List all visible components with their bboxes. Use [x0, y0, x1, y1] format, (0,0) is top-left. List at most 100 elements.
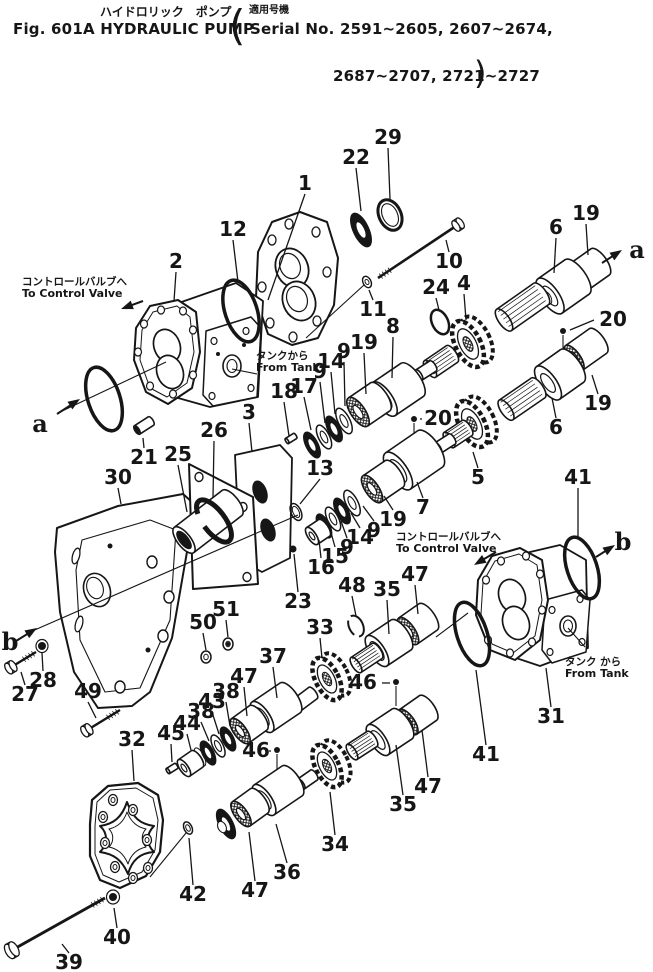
svg-text:22: 22 — [342, 145, 370, 169]
shape-ell — [578, 637, 586, 647]
part-label-9: 9 — [313, 359, 327, 424]
view-arrow-a — [56, 399, 80, 415]
shape-ring — [325, 415, 343, 443]
svg-text:a: a — [32, 409, 48, 438]
shape-ring — [303, 431, 321, 459]
shape-ell — [208, 391, 216, 401]
view-arrow-b — [595, 545, 615, 558]
bolt-10 — [377, 217, 465, 280]
svg-text:28: 28 — [29, 668, 57, 692]
part-label-26: 26 — [200, 418, 228, 499]
part-label-49: 49 — [74, 679, 102, 719]
part-label-10: 10 — [435, 239, 463, 273]
svg-text:14: 14 — [317, 349, 345, 373]
shape-ell — [222, 354, 242, 378]
svg-text:29: 29 — [374, 125, 402, 149]
shape-tube — [414, 359, 438, 382]
shape-ell — [127, 803, 139, 817]
sleeve-25 — [172, 488, 244, 555]
to-control-valve-arrow — [121, 300, 144, 310]
part-label-40: 40 — [103, 907, 131, 949]
part-label-23: 23 — [284, 553, 312, 613]
shape-ell — [322, 266, 332, 278]
shape-ell — [97, 810, 109, 824]
pin-18 — [284, 432, 298, 445]
shape-c — [270, 533, 274, 537]
open-paren: ( — [229, 1, 245, 50]
shape-ell — [481, 575, 491, 585]
part-label-32: 32 — [118, 727, 146, 782]
diagram-parts — [3, 198, 622, 960]
svg-text:9: 9 — [340, 535, 354, 559]
part-label-34: 34 — [321, 791, 349, 856]
shape-path — [108, 811, 147, 865]
shape-ell — [216, 820, 228, 834]
shape-ell — [109, 860, 121, 874]
shape-ell — [86, 576, 104, 600]
shape-poly — [75, 519, 177, 693]
shape-ell — [265, 317, 275, 329]
svg-text:47: 47 — [241, 878, 269, 902]
svg-text:34: 34 — [321, 832, 349, 856]
svg-text:36: 36 — [273, 860, 301, 884]
shape-ell — [257, 281, 267, 293]
svg-text:41: 41 — [564, 465, 592, 489]
annotation-jp-text: コントロールバルブへ — [22, 275, 127, 288]
svg-text:a: a — [629, 235, 645, 264]
oring-12 — [221, 278, 261, 344]
svg-text:43: 43 — [198, 689, 226, 713]
shape-ell — [146, 555, 158, 569]
svg-text:15: 15 — [321, 544, 349, 568]
part-label-15: 15 — [321, 528, 349, 568]
svg-text:44: 44 — [173, 711, 201, 735]
shape-ell — [312, 315, 322, 327]
nut-50 — [200, 650, 212, 664]
part-label-19: 19 — [379, 495, 407, 531]
shape-ln — [435, 612, 469, 638]
shape-ell — [252, 480, 268, 504]
svg-text:9: 9 — [367, 518, 381, 542]
svg-text:5: 5 — [471, 465, 485, 489]
shape-c — [145, 647, 151, 653]
oring-41 — [452, 600, 492, 668]
shape-ell — [247, 383, 255, 393]
part-label-42: 42 — [179, 837, 207, 906]
serial-note-japanese: 適用号機 — [249, 3, 289, 16]
shape-ell — [178, 306, 188, 316]
svg-text:19: 19 — [350, 330, 378, 354]
title-japanese: ハイドロリック ポンプ — [100, 4, 232, 19]
shape-ell — [242, 571, 252, 583]
shape-ell — [288, 331, 298, 343]
shape-ln — [59, 361, 167, 413]
view-arrow-a — [601, 250, 622, 264]
part-label-20: 20 — [569, 307, 627, 331]
bolt-39 — [3, 896, 106, 960]
svg-text:33: 33 — [306, 615, 334, 639]
bearing-47 — [230, 787, 270, 828]
shape-ln — [231, 368, 258, 375]
part-label-36: 36 — [273, 823, 301, 884]
svg-text:38: 38 — [187, 699, 215, 723]
part-label-35: 35 — [373, 577, 401, 635]
shape-ell — [284, 218, 294, 230]
shape-ell — [141, 833, 153, 847]
shape-ell — [134, 426, 140, 434]
svg-text:46: 46 — [242, 738, 270, 762]
ball-20 — [411, 416, 417, 422]
shape-ring — [315, 424, 333, 450]
svg-text:24: 24 — [422, 275, 450, 299]
shape-ell — [210, 336, 218, 346]
nut-11 — [361, 275, 373, 289]
part-label-18: 18 — [270, 379, 298, 437]
part-label-6: 6 — [549, 215, 563, 274]
shape-ell — [145, 381, 155, 391]
part-label-8: 8 — [386, 314, 400, 379]
shape-c — [107, 543, 113, 549]
part-label-9: 9 — [362, 505, 381, 542]
oring-41 — [562, 535, 602, 601]
shape-ell — [559, 615, 577, 637]
